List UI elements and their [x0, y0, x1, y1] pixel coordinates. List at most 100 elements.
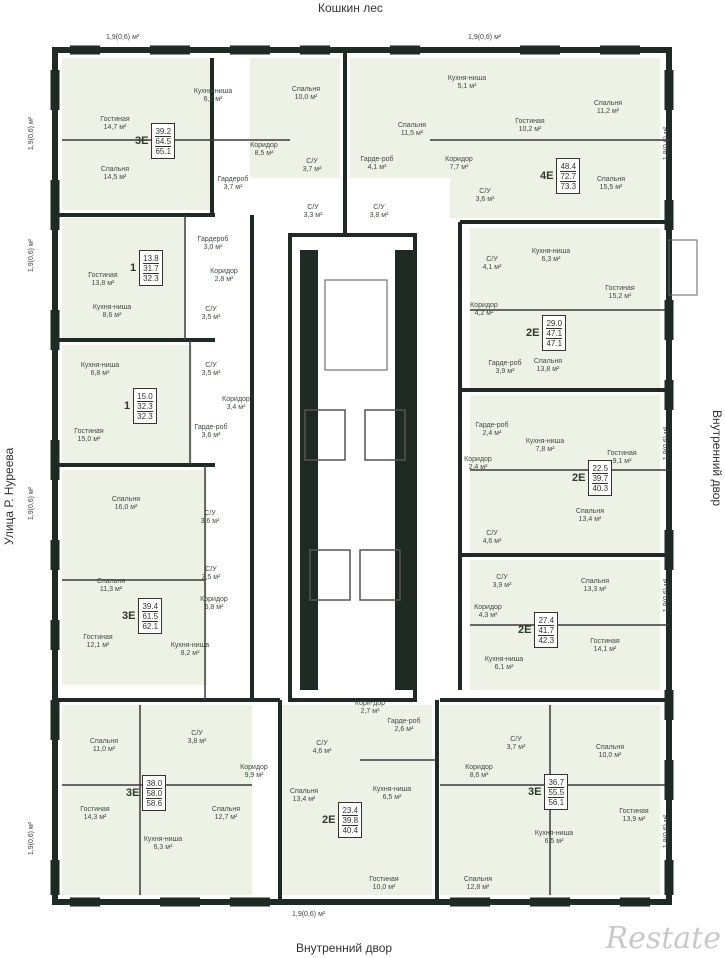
apartment-type: 3E: [122, 610, 136, 622]
watermark: Restate: [605, 921, 722, 956]
apartment-type: 4E: [540, 170, 554, 182]
street-top: Кошкин лес: [318, 1, 383, 15]
building-core: [288, 233, 417, 702]
partitions: [62, 139, 669, 895]
balcony-label: 1,9(0,6) м²: [106, 34, 140, 41]
balcony-label: 1,9(0,6) м²: [663, 126, 671, 161]
balcony-label: 1,9(0,6) м²: [292, 911, 326, 918]
street-left: Улица Р. Нуреева: [2, 447, 16, 545]
balcony-label: 1,9(0,6) м²: [663, 578, 671, 613]
apartment-type: 2E: [322, 814, 336, 826]
apartment-type: 3E: [126, 787, 140, 799]
balcony-label: 1,9(0,6) м²: [468, 34, 502, 41]
balcony-outline: [668, 239, 698, 296]
apartment-type: 2E: [572, 472, 586, 484]
apartment-type: 2E: [518, 624, 532, 636]
balcony-label: 1,9(0,6) м²: [28, 238, 36, 273]
street-right: Внутренний двор: [710, 410, 724, 507]
apartment-type: 1: [130, 262, 137, 274]
wall-piers: [50, 45, 674, 907]
apartment-type: 3E: [135, 135, 149, 147]
apartment-type: 1: [124, 400, 131, 412]
apartment-type: 2E: [526, 327, 540, 339]
